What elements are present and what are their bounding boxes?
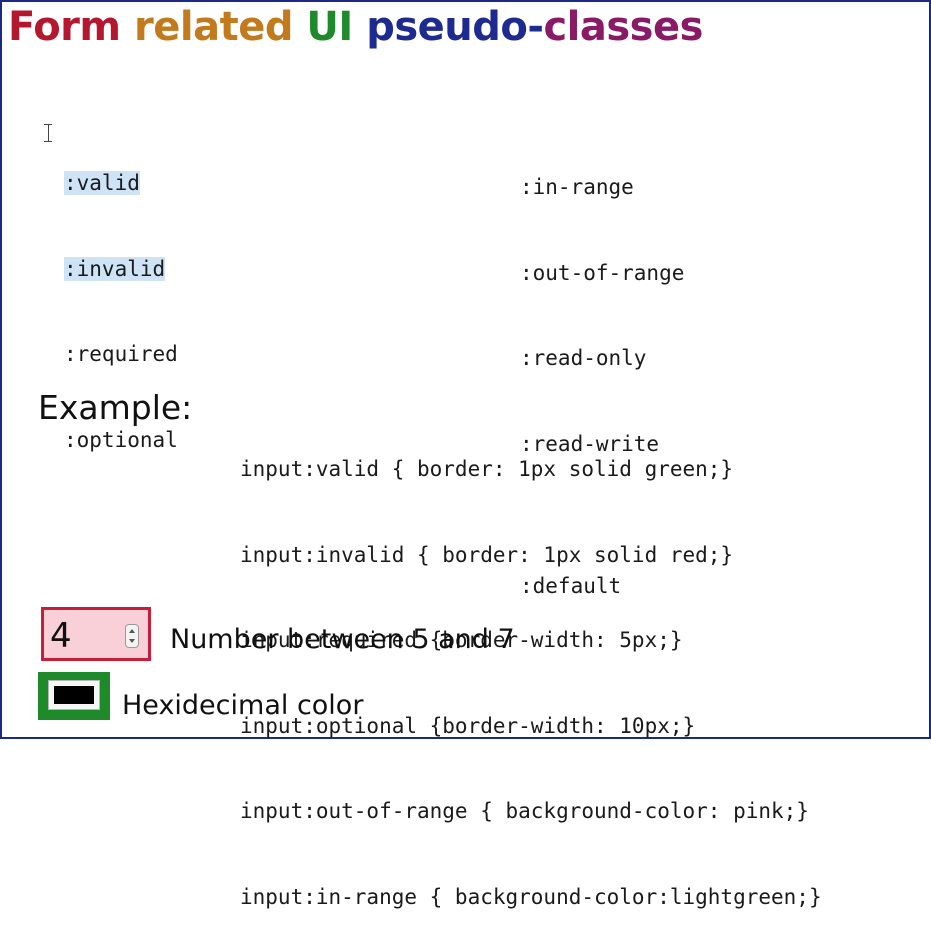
title-part: pseudo- — [366, 4, 544, 50]
pseudo-class-out-of-range[interactable]: :out-of-range — [520, 260, 685, 285]
pseudo-class-optional[interactable]: :optional — [64, 427, 178, 452]
code-line: input:optional {border-width: 10px;} — [240, 713, 696, 738]
spinner-up-icon[interactable] — [129, 629, 135, 633]
code-line: input:valid { border: 1px solid green;} — [240, 457, 734, 481]
text-cursor-icon — [44, 124, 52, 142]
code-line: input:invalid { border: 1px solid red;} — [240, 542, 734, 567]
number-spinner-icon[interactable] — [125, 624, 139, 648]
color-swatch[interactable] — [54, 686, 94, 704]
pseudo-class-invalid[interactable]: :invalid — [64, 256, 166, 281]
title-part: Form — [8, 4, 135, 50]
number-input-label: Number between 5 and 7 — [170, 624, 515, 655]
pseudo-class-valid[interactable]: :valid — [64, 171, 140, 195]
pseudo-class-read-write[interactable]: :read-write — [520, 431, 660, 456]
pseudo-class-list-right: :in-range :out-of-range :read-only :read… — [520, 116, 684, 629]
example-code-block: input:valid { border: 1px solid green;} … — [240, 398, 822, 940]
number-input-value[interactable]: 4 — [50, 616, 72, 656]
pseudo-class-list-left: :valid :invalid :required :optional — [64, 112, 178, 483]
title-part: related — [134, 4, 307, 50]
color-input[interactable] — [38, 672, 110, 720]
color-swatch-frame[interactable] — [48, 680, 100, 710]
title-part: classes — [543, 4, 703, 50]
code-line: input:in-range { background-color:lightg… — [240, 884, 822, 909]
example-label: Example: — [38, 388, 193, 427]
code-line: input:required {border-width: 5px;} — [240, 628, 683, 652]
pseudo-class-in-range[interactable]: :in-range — [520, 175, 634, 199]
title-part: UI — [306, 4, 367, 50]
pseudo-class-default[interactable]: :default — [520, 574, 622, 598]
slide-title: Form related UI pseudo-classes — [8, 4, 703, 50]
pseudo-class-required[interactable]: :required — [64, 342, 178, 366]
slide-frame — [0, 0, 931, 739]
spinner-down-icon[interactable] — [129, 639, 135, 643]
color-input-label: Hexidecimal color — [122, 690, 364, 721]
pseudo-class-read-only[interactable]: :read-only — [520, 346, 647, 370]
code-line: input:out-of-range { background-color: p… — [240, 799, 809, 823]
number-input[interactable]: 4 — [41, 607, 151, 661]
